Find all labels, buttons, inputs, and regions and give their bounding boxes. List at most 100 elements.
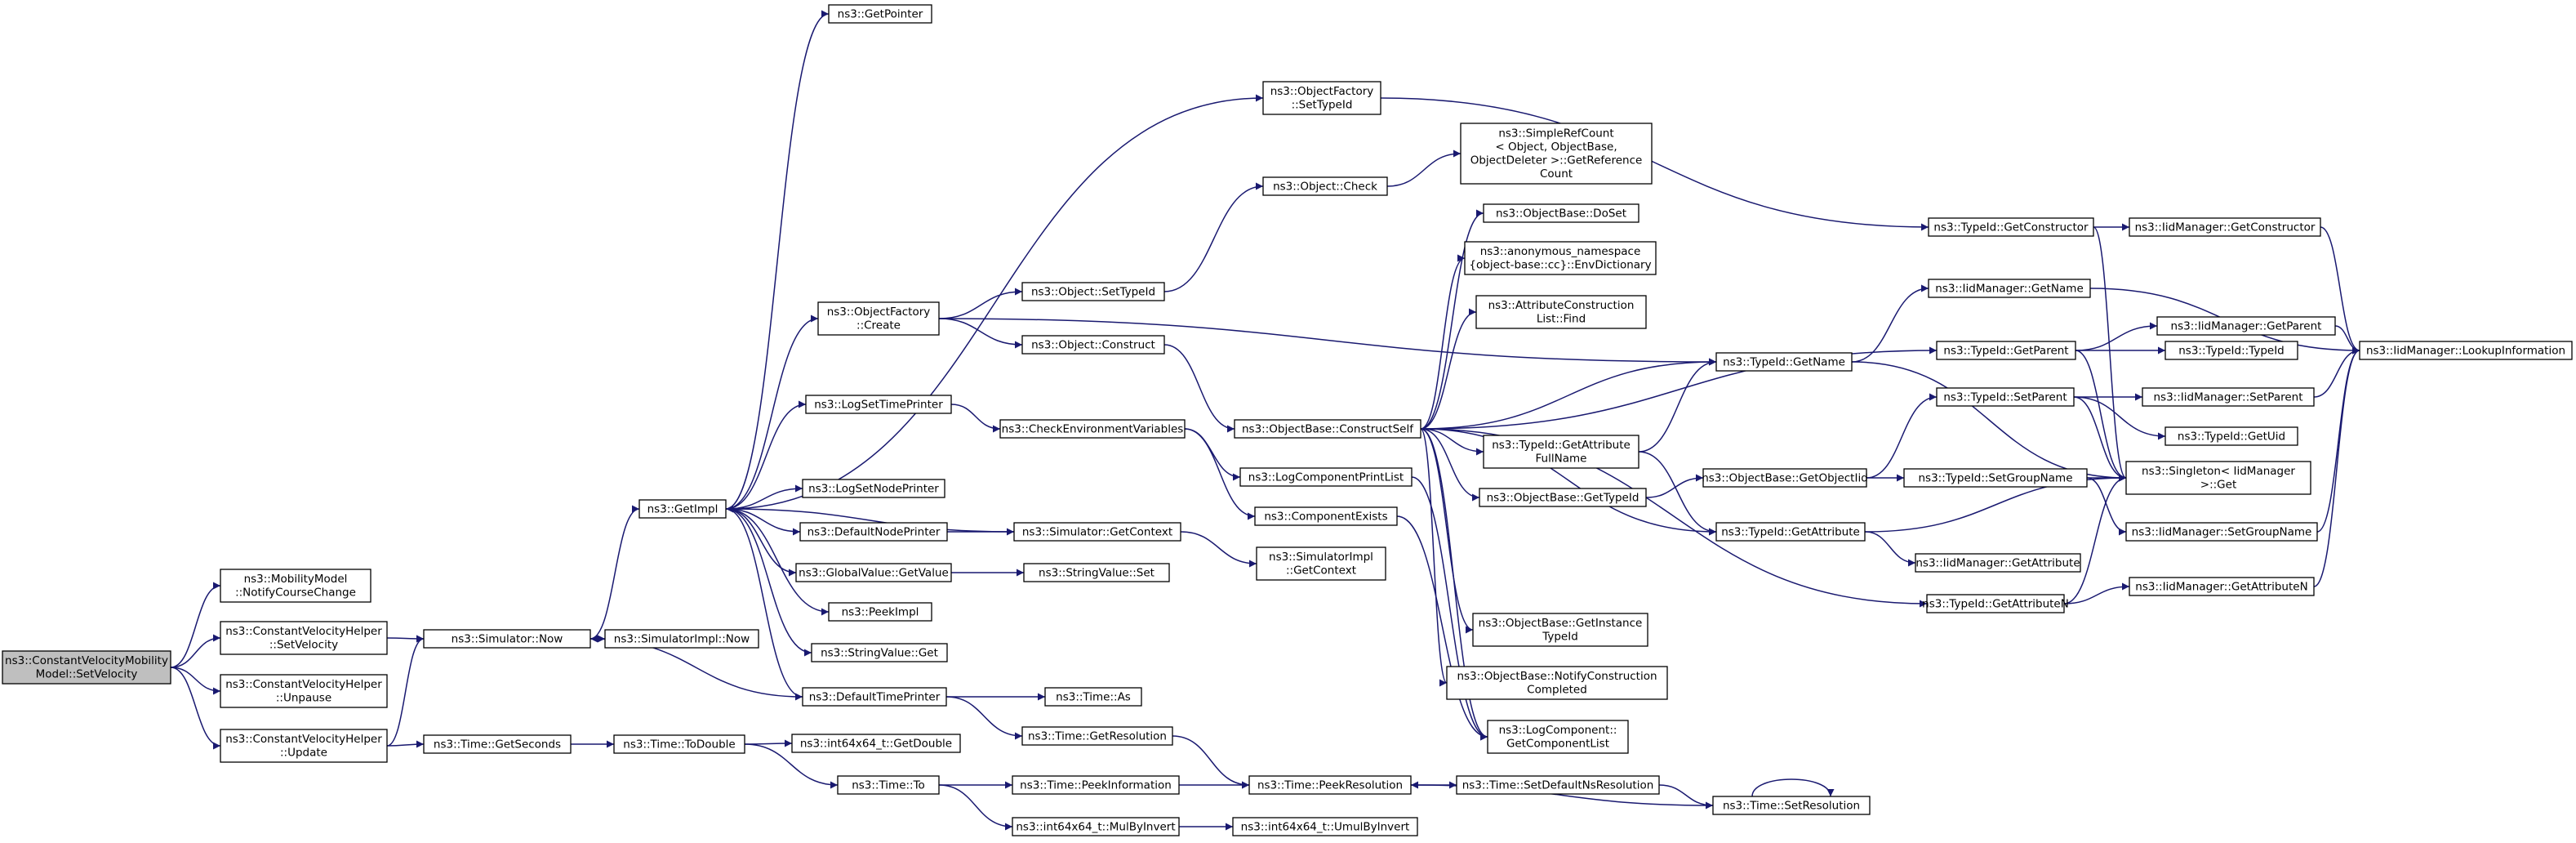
edge-typeid-getname-to-singleton-get [1851,361,2127,482]
edge-obj-settypeid-to-obj-check [1163,182,1264,292]
node-box [1479,488,1647,507]
node-ob-notifyconstruction[interactable]: ns3::ObjectBase::NotifyConstructionCompl… [1446,666,1668,700]
node-time-setdefaultnsres[interactable]: ns3::Time::SetDefaultNsResolution [1456,775,1660,795]
node-time-as[interactable]: ns3::Time::As [1044,687,1142,707]
node-typeid-getattribute[interactable]: ns3::TypeId::GetAttribute [1715,522,1866,542]
node-componentexists[interactable]: ns3::ComponentExists [1254,506,1398,526]
node-sim-now[interactable]: ns3::Simulator::Now [423,629,591,649]
node-int64-mulbyinvert[interactable]: ns3::int64x64_t::MulByInvert [1012,817,1180,836]
edge-sim-getcontext-to-simimpl-getcontext [1180,531,1257,568]
node-box [2164,341,2298,360]
node-typeid-getattributen[interactable]: ns3::TypeId::GetAttributeN [1922,594,2069,613]
node-getimpl[interactable]: ns3::GetImpl [638,499,727,519]
node-box [1254,506,1398,526]
node-iid-getparent[interactable]: ns3::IidManager::GetParent [2156,316,2336,336]
node-label: ns3::TypeId::SetParent [1943,390,2067,404]
node-label: ns3::int64x64_t::GetDouble [800,737,952,750]
node-sim-getcontext[interactable]: ns3::Simulator::GetContext [1013,522,1181,542]
node-time-peekresolution[interactable]: ns3::Time::PeekResolution [1248,775,1412,795]
node-label: ns3::LogComponent:: [1499,724,1617,737]
node-box [1487,720,1629,754]
node-iid-getname[interactable]: ns3::IidManager::GetName [1928,279,2091,298]
node-iid-setgroupname[interactable]: ns3::IidManager::SetGroupName [2125,522,2318,542]
node-time-to[interactable]: ns3::Time::To [837,775,940,795]
node-label: ns3::ObjectBase::GetObjectIid [1702,471,1868,484]
node-of-settypeid[interactable]: ns3::ObjectFactory::SetTypeId [1262,81,1381,115]
node-iid-lookupinformation[interactable]: ns3::IidManager::LookupInformation [2359,341,2573,360]
node-iid-getattributen[interactable]: ns3::IidManager::GetAttributeN [2129,577,2315,596]
node-peekimpl[interactable]: ns3::PeekImpl [828,602,932,622]
node-typeid-getname[interactable]: ns3::TypeId::GetName [1715,352,1853,372]
node-ob-constructself[interactable]: ns3::ObjectBase::ConstructSelf [1234,419,1421,439]
node-label: ns3::IidManager::GetAttributeN [2135,580,2307,593]
node-time-getseconds[interactable]: ns3::Time::GetSeconds [423,734,572,754]
node-int64-getdouble[interactable]: ns3::int64x64_t::GetDouble [791,734,961,753]
node-typeid-getconstructor[interactable]: ns3::TypeId::GetConstructor [1928,217,2094,237]
node-checkenv[interactable]: ns3::CheckEnvironmentVariables [999,419,1186,439]
node-notify[interactable]: ns3::MobilityModel::NotifyCourseChange [220,569,371,603]
node-cvh-update[interactable]: ns3::ConstantVelocityHelper::Update [220,729,388,763]
node-iid-setparent[interactable]: ns3::IidManager::SetParent [2142,387,2315,407]
node-obj-construct[interactable]: ns3::Object::Construct [1021,335,1165,355]
node-label: ns3::SimulatorImpl::Now [614,632,750,645]
node-box [791,734,961,753]
node-simimpl-now[interactable]: ns3::SimulatorImpl::Now [604,629,759,649]
node-logcomponentprintlist[interactable]: ns3::LogComponentPrintList [1239,467,1413,487]
node-envdict[interactable]: ns3::anonymous_namespace{object-base::cc… [1464,241,1657,275]
node-simplerefcount[interactable]: ns3::SimpleRefCount< Object, ObjectBase,… [1460,123,1653,185]
node-box [805,395,952,414]
node-time-setresolution[interactable]: ns3::Time::SetResolution [1712,796,1871,815]
node-root[interactable]: ns3::ConstantVelocityMobilityModel::SetV… [2,650,171,685]
node-logcomponent-getlist[interactable]: ns3::LogComponent::GetComponentList [1487,720,1629,754]
node-int64-umulbyinvert[interactable]: ns3::int64x64_t::UmulByInvert [1232,817,1418,836]
node-typeid-setgroupname[interactable]: ns3::TypeId::SetGroupName [1903,468,2088,488]
node-time-peekinformation[interactable]: ns3::Time::PeekInformation [1012,775,1180,795]
node-iid-getconstructor[interactable]: ns3::IidManager::GetConstructor [2129,217,2321,237]
node-getpointer[interactable]: ns3::GetPointer [828,4,932,24]
edge-of-create-to-obj-settypeid [938,288,1023,319]
node-simimpl-getcontext[interactable]: ns3::SimulatorImpl::GetContext [1256,546,1386,581]
node-box [1483,435,1639,469]
node-label: ns3::int64x64_t::MulByInvert [1016,820,1175,833]
node-box [2,650,171,685]
node-time-todouble[interactable]: ns3::Time::ToDouble [613,734,745,754]
node-label: ns3::ObjectFactory [1270,85,1374,98]
edge-ob-constructself-to-ob-gettypeid [1420,428,1480,502]
node-cvh-unpause[interactable]: ns3::ConstantVelocityHelper::Unpause [220,674,388,708]
node-label: ns3::ObjectBase::ConstructSelf [1242,422,1414,435]
node-logsetnodeprinter[interactable]: ns3::LogSetNodePrinter [802,479,945,498]
node-label: ns3::TypeId::GetUid [2178,430,2285,443]
edge-typeid-setgroupname-to-iid-setgroupname [2086,477,2127,536]
node-of-create[interactable]: ns3::ObjectFactory::Create [817,301,940,336]
node-iid-getattribute[interactable]: ns3::IidManager::GetAttribute [1915,553,2081,573]
node-time-getresolution[interactable]: ns3::Time::GetResolution [1021,726,1173,746]
node-typeid-getuid[interactable]: ns3::TypeId::GetUid [2164,426,2298,446]
node-stringvalue-get[interactable]: ns3::StringValue::Get [811,643,948,662]
node-defaulttimeprinter[interactable]: ns3::DefaultTimePrinter [802,687,947,707]
node-box [1012,817,1180,836]
node-logsettimeprinter[interactable]: ns3::LogSetTimePrinter [805,395,952,414]
node-globalvalue-getvalue[interactable]: ns3::GlobalValue::GetValue [795,563,952,582]
node-box [1926,594,2065,613]
node-obj-check[interactable]: ns3::Object::Check [1262,176,1388,196]
node-label: ns3::SimpleRefCount [1498,127,1613,140]
edge-ob-constructself-to-ob-doset [1420,209,1484,430]
node-ob-getobjectiid[interactable]: ns3::ObjectBase::GetObjectIid [1702,468,1868,488]
node-ob-doset[interactable]: ns3::ObjectBase::DoSet [1483,203,1639,223]
node-defaultnodeprinter[interactable]: ns3::DefaultNodePrinter [799,522,948,542]
node-ob-gettypeid[interactable]: ns3::ObjectBase::GetTypeId [1479,488,1647,507]
node-obj-settypeid[interactable]: ns3::Object::SetTypeId [1021,282,1165,301]
edge-getimpl-to-of-create [725,314,819,510]
node-typeid-setparent[interactable]: ns3::TypeId::SetParent [1936,387,2075,407]
node-cvh-setvel[interactable]: ns3::ConstantVelocityHelper::SetVelocity [220,621,388,655]
edge-cvh-update-to-sim-now [386,635,425,747]
node-stringvalue-set[interactable]: ns3::StringValue::Set [1023,563,1170,582]
node-singleton-get[interactable]: ns3::Singleton< IidManager>::Get [2125,461,2311,495]
edge-typeid-getparent-to-iid-getparent [2075,322,2158,351]
node-typeid-typeid[interactable]: ns3::TypeId::TypeId [2164,341,2298,360]
edge-time-getresolution-to-time-peekresolution [1172,735,1250,789]
node-typeid-getparent[interactable]: ns3::TypeId::GetParent [1936,341,2076,360]
